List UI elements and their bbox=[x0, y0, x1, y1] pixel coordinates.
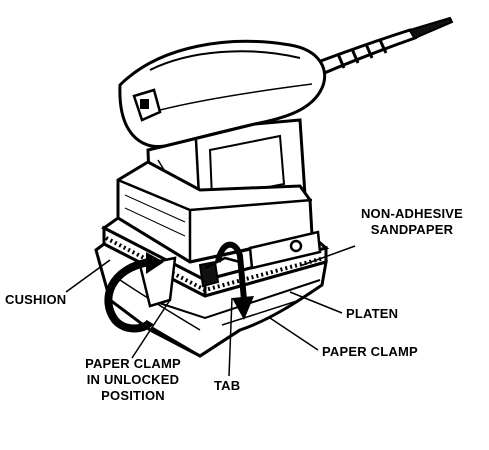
leader-tab bbox=[228, 297, 233, 377]
leader-non-adhesive bbox=[299, 245, 356, 267]
power-cord bbox=[316, 16, 454, 77]
sander-base bbox=[94, 216, 330, 358]
rotation-arrow-left bbox=[104, 252, 164, 333]
leader-unlocked bbox=[131, 299, 171, 359]
label-unlocked-line1: PAPER CLAMP bbox=[85, 356, 181, 371]
label-platen: PLATEN bbox=[346, 306, 399, 321]
label-paper-clamp: PAPER CLAMP bbox=[322, 344, 418, 359]
label-paper-clamp-unlocked: PAPER CLAMP IN UNLOCKED POSITION bbox=[68, 356, 198, 404]
label-non-adhesive-line2: SANDPAPER bbox=[370, 222, 454, 237]
leader-lines bbox=[65, 245, 356, 377]
label-non-adhesive-sandpaper: NON-ADHESIVE SANDPAPER bbox=[342, 206, 482, 238]
label-non-adhesive-line1: NON-ADHESIVE bbox=[360, 206, 464, 221]
label-unlocked-line2: IN UNLOCKED bbox=[86, 372, 180, 387]
label-cushion: CUSHION bbox=[5, 292, 67, 307]
leader-cushion bbox=[65, 259, 111, 293]
label-unlocked-line3: POSITION bbox=[101, 388, 165, 403]
leader-platen bbox=[289, 291, 343, 314]
rotation-arrow-tab bbox=[215, 241, 254, 320]
sander-body bbox=[116, 118, 314, 264]
label-tab: TAB bbox=[214, 378, 241, 393]
leader-paper-clamp bbox=[269, 317, 319, 351]
